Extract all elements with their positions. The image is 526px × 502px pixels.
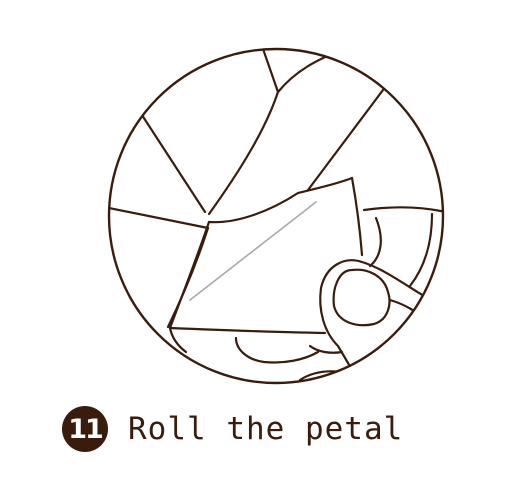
petal-right-edge <box>350 176 364 257</box>
crease-top-left <box>138 110 207 214</box>
crease-top <box>260 49 280 94</box>
roll-layer-inner <box>368 216 382 268</box>
step-caption: Roll the petal <box>128 411 404 447</box>
petal-left-edge <box>168 220 211 330</box>
petal-tip-curl <box>168 326 188 354</box>
petal-top-edge <box>207 176 354 224</box>
crease-right-long <box>306 84 388 192</box>
roll-layer-outer <box>362 206 443 214</box>
step-row: 11 Roll the petal <box>62 405 403 453</box>
fold-guide-line <box>189 201 317 301</box>
roll-layer-right <box>408 212 434 288</box>
crease-diagonal <box>207 90 280 216</box>
lower-petal-mid <box>308 344 344 354</box>
thumb-nail <box>332 268 391 327</box>
lower-petal-left <box>234 336 320 364</box>
crease-left <box>109 205 210 230</box>
petal-bottom-edge <box>168 326 327 335</box>
thumb-outline <box>319 259 364 372</box>
illustration-frame <box>107 47 445 385</box>
thumb-top <box>360 260 426 298</box>
step-number-badge: 11 <box>62 406 108 452</box>
